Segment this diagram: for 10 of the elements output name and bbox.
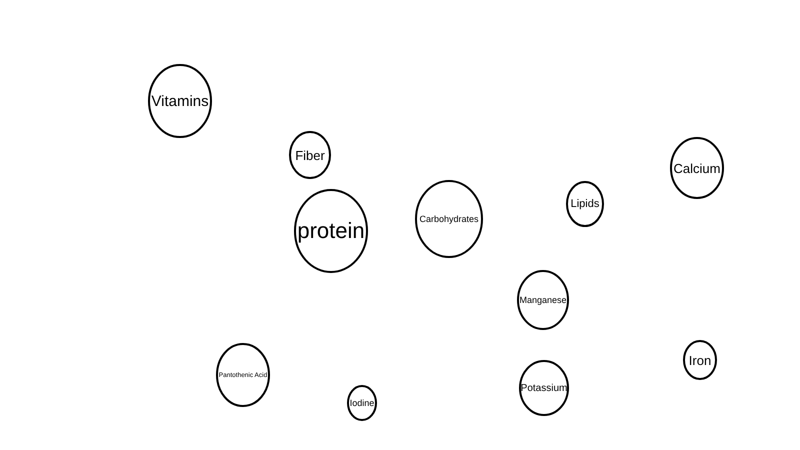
node-label: Iron [688, 352, 712, 368]
node-label: Iodine [350, 398, 374, 408]
node-label: Vitamins [151, 92, 209, 110]
node-label: Carbohydrates [419, 214, 479, 224]
node-label: Manganese [519, 295, 567, 305]
node-label: Lipids [570, 198, 600, 210]
node-label: Calcium [674, 160, 720, 176]
node-label: Potassium [520, 382, 568, 394]
node-label: Fiber [295, 148, 325, 162]
node-label: protein [297, 218, 365, 244]
